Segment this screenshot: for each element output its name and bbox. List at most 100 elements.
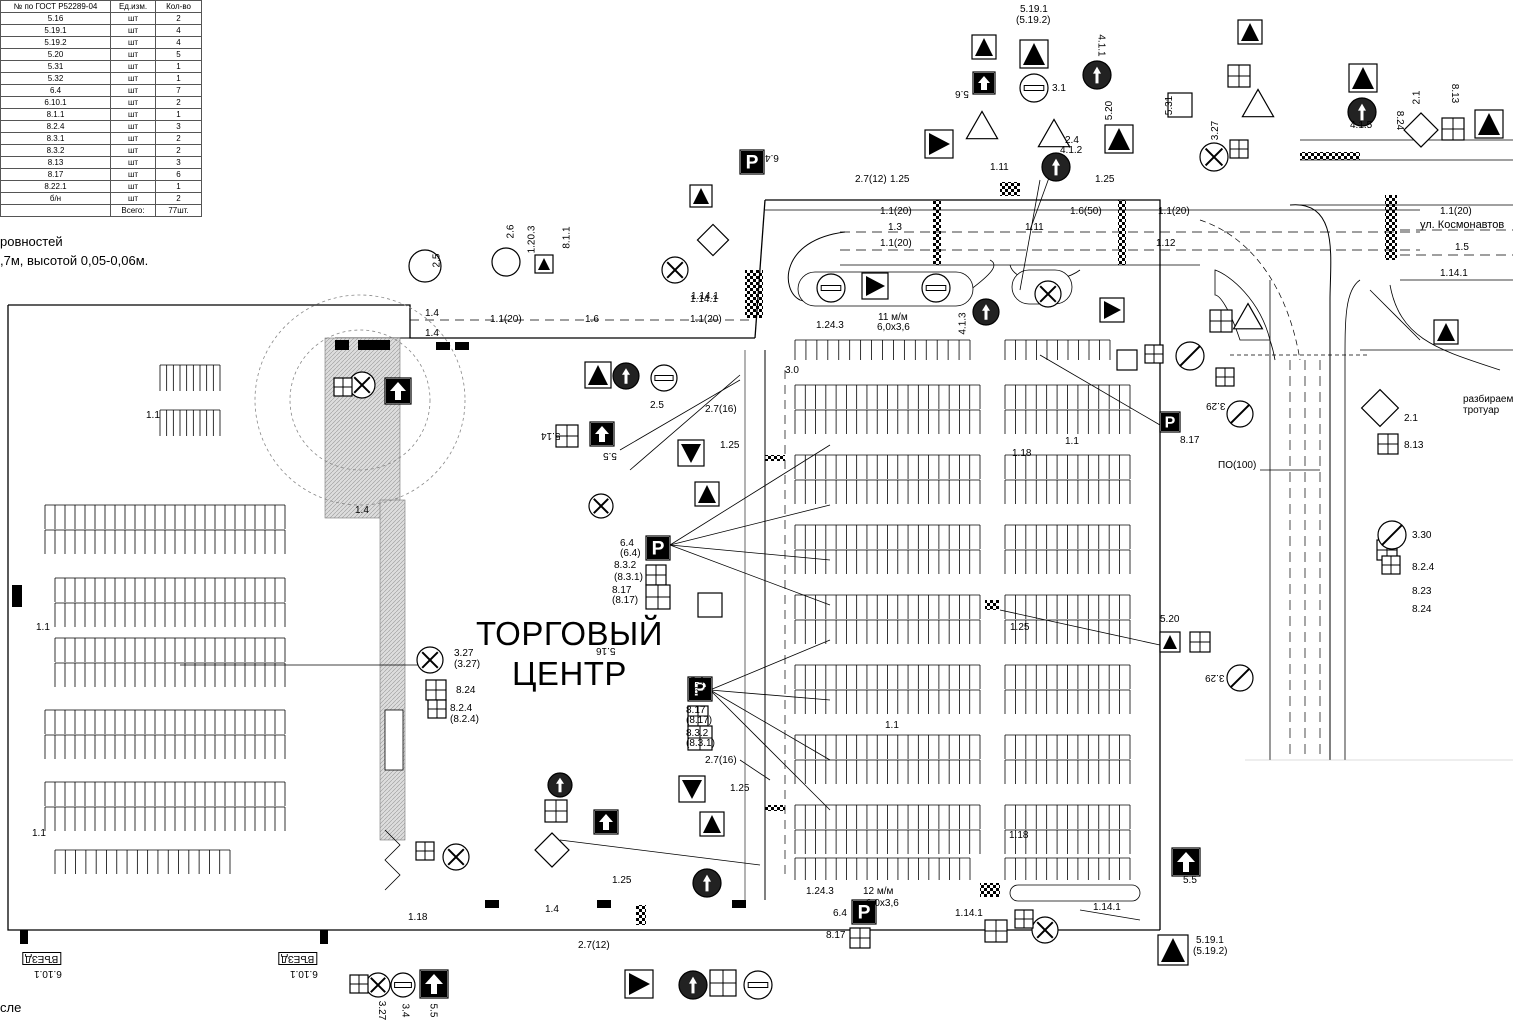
sign-square	[861, 272, 889, 300]
label: 1.25	[612, 875, 632, 886]
sign-square	[333, 377, 353, 397]
label: 3.0	[785, 365, 799, 376]
sign-square	[1209, 309, 1233, 333]
sign-diamond	[696, 223, 730, 257]
sign-round	[491, 247, 521, 277]
notes-line2: ,7м, высотой 0,05-0,06м.	[0, 253, 149, 268]
sign-diamond	[1360, 388, 1400, 428]
label: 1.24.3	[806, 886, 834, 897]
sign-square	[697, 592, 723, 618]
label: 6,0x3,6	[877, 322, 910, 333]
sign-round	[921, 273, 951, 303]
left-parking-rows	[44, 364, 286, 874]
label: 2.4	[1065, 135, 1079, 146]
sign-square	[1159, 631, 1181, 653]
sign-square: P	[851, 899, 877, 925]
sign-square	[694, 481, 720, 507]
sign-square	[349, 974, 369, 994]
sign-square: P	[645, 535, 671, 561]
label: 3.30	[1412, 530, 1432, 541]
label: 12 м/м	[863, 886, 894, 897]
building-label: ТОРГОВЫЙ ЦЕНТР	[476, 614, 663, 694]
table-cell: 7	[155, 84, 202, 97]
svg-text:P: P	[1165, 415, 1176, 432]
svg-text:P: P	[694, 680, 707, 701]
sign-square	[1237, 19, 1263, 45]
label: 2.5	[650, 400, 664, 411]
label: 1.14.1	[691, 291, 719, 302]
label: 8.23	[1412, 586, 1432, 597]
label: 8.17	[826, 930, 846, 941]
label: (8.2.4)	[450, 714, 479, 725]
sign-round	[692, 868, 722, 898]
label: 6.4	[833, 908, 847, 919]
sign-triangle	[965, 110, 999, 140]
label: 8.17	[686, 705, 706, 716]
sign-square	[584, 361, 612, 389]
label: 5.5	[1183, 875, 1197, 886]
sign-square	[589, 421, 615, 447]
label: 3.27	[454, 648, 474, 659]
label: 8.24	[1394, 110, 1406, 131]
label: 1.14.1	[1093, 902, 1121, 913]
label: 1.11	[1025, 222, 1044, 233]
sidewalk-label-1: разбираемый	[1463, 394, 1513, 405]
sign-round	[547, 772, 573, 798]
label: 8.17	[612, 585, 632, 596]
label: 11 м/м	[878, 312, 908, 323]
sign-square	[1441, 117, 1465, 141]
table-cell: Всего:	[110, 204, 156, 217]
label: 3.27	[376, 1000, 388, 1021]
label: 1.5	[1455, 242, 1469, 253]
main-road	[765, 139, 1513, 761]
sign-round	[650, 364, 678, 392]
label: (8.17)	[686, 715, 713, 726]
sign-round	[348, 371, 376, 399]
label: 8.1.1	[561, 226, 573, 249]
sign-square	[1189, 631, 1211, 653]
sign-round	[612, 362, 640, 390]
sign-round	[972, 298, 1000, 326]
sign-square: P	[687, 676, 713, 702]
label: 5.6	[955, 88, 969, 99]
sign-square	[1229, 139, 1249, 159]
label: 2.6	[505, 224, 517, 239]
label: 1.12	[1156, 238, 1176, 249]
sign-square: P	[1159, 411, 1181, 433]
label: (8.3.1)	[614, 572, 643, 583]
sign-square	[645, 584, 671, 610]
sign-square	[678, 775, 706, 803]
label: 5.14	[541, 430, 561, 441]
label: 1.1	[885, 720, 899, 731]
sign-square	[924, 129, 954, 159]
label: 5.16	[596, 645, 616, 656]
table-cell: 6	[155, 168, 202, 181]
dark-marks	[12, 340, 746, 944]
svg-text:P: P	[652, 539, 665, 560]
sign-square	[1167, 92, 1193, 118]
label: 2.7(16)	[705, 404, 737, 415]
label: 6.4	[765, 152, 779, 163]
label: 1.25	[1095, 174, 1115, 185]
label: 6,0x3,6	[866, 898, 899, 909]
label: 1.1(20)	[1158, 206, 1190, 217]
sign-square	[427, 699, 447, 719]
sign-square	[1171, 847, 1201, 877]
sign-square	[1381, 555, 1401, 575]
entry-sign-2: ВЪЕЗД	[278, 952, 318, 965]
notes-bottom: сле	[0, 1000, 22, 1015]
label: (6.4)	[690, 686, 711, 697]
sign-square	[687, 705, 709, 727]
label: 1.14.1	[1440, 268, 1468, 279]
access-road-top	[324, 319, 755, 891]
sign-square	[1144, 344, 1164, 364]
sign-square	[419, 969, 449, 999]
label: 1.1	[146, 410, 160, 421]
sign-square	[544, 799, 568, 823]
label: 1.1(20)	[690, 314, 722, 325]
crosswalks	[636, 152, 1397, 925]
sign-round	[365, 972, 391, 998]
